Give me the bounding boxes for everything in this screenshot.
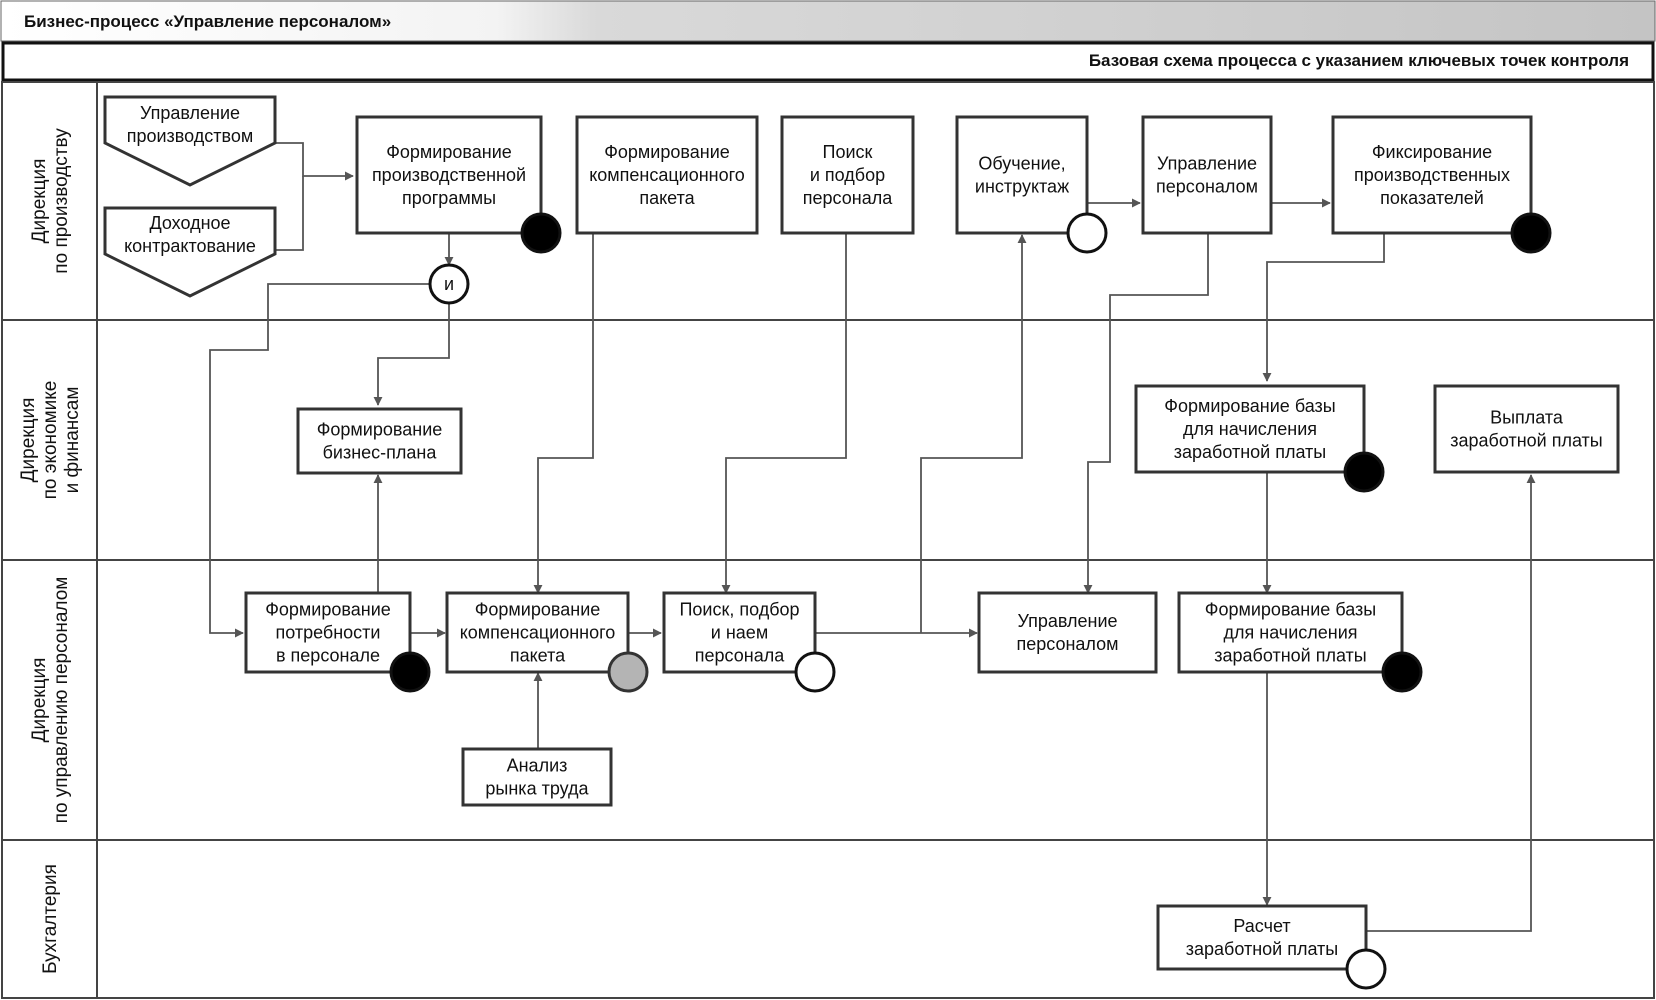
- connector: [1262, 234, 1385, 382]
- lane-label-production: Дирекцияпо производству: [29, 128, 72, 274]
- connector: [721, 234, 847, 594]
- lane-label-hr: Дирекцияпо управлению персоналом: [29, 577, 72, 824]
- process-label: Формирование: [265, 600, 391, 620]
- process-box-labor_market[interactable]: Анализ рынка труда: [461, 747, 613, 807]
- process-label: заработной платы: [1450, 431, 1603, 451]
- process-label: заработной платы: [1214, 646, 1367, 666]
- input-in_income_contract[interactable]: Доходное контрактование: [103, 206, 277, 298]
- process-label: компенсационного: [460, 623, 616, 643]
- process-label: Формирование: [317, 420, 443, 440]
- process-box-salary_payment[interactable]: Выплата заработной платы: [1433, 384, 1620, 474]
- process-label: Поиск, подбор: [679, 600, 799, 620]
- process-box-hr_mgmt_hr[interactable]: Управление персоналом: [977, 591, 1158, 674]
- process-label: компенсационного: [589, 165, 745, 185]
- process-label: персонала: [803, 188, 893, 208]
- diagram-subtitle: Базовая схема процесса с указанием ключе…: [1089, 51, 1629, 70]
- control-point-empty: [1066, 212, 1108, 254]
- process-box-prod_indicators[interactable]: Фиксирование производственных показателей: [1331, 115, 1552, 254]
- process-label: Формирование: [386, 142, 512, 162]
- input-label: производством: [127, 126, 254, 146]
- process-label: и подбор: [810, 165, 885, 185]
- control-point-empty: [794, 651, 836, 693]
- process-label: персонала: [695, 646, 785, 666]
- process-label: производственных: [1354, 165, 1510, 185]
- process-box-prod_program[interactable]: Формирование производственной программы: [355, 115, 562, 254]
- process-box-comp_package_hr[interactable]: Формирование компенсационного пакета: [445, 591, 649, 693]
- process-label: заработной платы: [1174, 442, 1327, 462]
- input-in_prod_mgmt[interactable]: Управление производством: [103, 95, 277, 187]
- process-label: для начисления: [1183, 419, 1317, 439]
- control-point-filled: [520, 212, 562, 254]
- control-point-gray: [607, 651, 649, 693]
- control-point-empty: [1345, 948, 1387, 990]
- connector: [533, 234, 594, 594]
- process-label: заработной платы: [1186, 939, 1339, 959]
- process-label: потребности: [276, 623, 381, 643]
- process-label: Управление: [1017, 611, 1117, 631]
- process-label: персоналом: [1156, 177, 1258, 197]
- gateway-label: и: [444, 274, 454, 294]
- connector: [920, 234, 1027, 633]
- process-label: пакета: [510, 646, 566, 666]
- process-label: пакета: [639, 188, 695, 208]
- process-box-search_hire[interactable]: Поиск, подбор и наем персонала: [662, 591, 836, 693]
- process-label: Анализ: [507, 756, 568, 776]
- process-label: Выплата: [1490, 408, 1564, 428]
- process-label: бизнес-плана: [323, 443, 438, 463]
- process-box-staff_needs[interactable]: Формирование потребности в персонале: [244, 591, 431, 693]
- process-label: производственной: [372, 165, 526, 185]
- process-label: для начисления: [1224, 623, 1358, 643]
- process-box-payroll_base_hr[interactable]: Формирование базы для начисления заработно…: [1177, 591, 1423, 693]
- input-label: контрактование: [124, 236, 256, 256]
- control-point-filled: [1343, 451, 1385, 493]
- connector: [209, 283, 431, 638]
- process-label: Формирование базы: [1205, 600, 1376, 620]
- header: Бизнес-процесс «Управление персоналом» Б…: [0, 0, 1656, 82]
- process-label: Формирование: [604, 142, 730, 162]
- process-label: Расчет: [1233, 916, 1290, 936]
- process-label: и наем: [711, 623, 768, 643]
- swimlane-grid: [1, 81, 1655, 999]
- connectors: [209, 142, 1536, 932]
- process-label: в персонале: [276, 646, 380, 666]
- control-point-filled: [1381, 651, 1423, 693]
- process-box-business_plan[interactable]: Формирование бизнес-плана: [296, 407, 463, 475]
- lane-label-accounting: Бухгалтерия: [40, 864, 61, 974]
- process-box-payroll_base_econ[interactable]: Формирование базы для начисления заработно…: [1134, 384, 1385, 493]
- process-nodes: ФормированиепроизводственнойпрограммыФор…: [244, 115, 1620, 990]
- connector: [273, 176, 304, 251]
- process-label: персоналом: [1016, 634, 1118, 654]
- process-box-hr_mgmt_top[interactable]: Управление персоналом: [1141, 115, 1273, 235]
- process-label: Обучение,: [978, 154, 1065, 174]
- diagram-title: Бизнес-процесс «Управление персоналом»: [24, 12, 391, 31]
- connector: [273, 142, 354, 181]
- process-box-training[interactable]: Обучение, инструктаж: [955, 115, 1108, 254]
- connector: [1083, 234, 1209, 594]
- input-label: Доходное: [149, 213, 230, 233]
- control-point-filled: [389, 651, 431, 693]
- process-box-comp_package_top[interactable]: Формирование компенсационного пакета: [575, 115, 759, 235]
- process-label: программы: [402, 188, 496, 208]
- lane-label-economics: Дирекцияпо экономикеи финансам: [18, 381, 83, 500]
- process-label: рынка труда: [485, 779, 589, 799]
- control-point-filled: [1510, 212, 1552, 254]
- process-label: показателей: [1380, 188, 1484, 208]
- process-label: Формирование: [475, 600, 601, 620]
- process-label: Формирование базы: [1164, 396, 1335, 416]
- process-box-payroll_calc[interactable]: Расчет заработной платы: [1156, 904, 1387, 990]
- process-box-search_top[interactable]: Поиск и подбор персонала: [780, 115, 915, 235]
- input-label: Управление: [140, 103, 240, 123]
- process-label: Фиксирование: [1372, 142, 1492, 162]
- process-label: Управление: [1157, 154, 1257, 174]
- and-gateway: и: [428, 263, 470, 305]
- process-label: инструктаж: [975, 177, 1069, 197]
- connector: [373, 303, 450, 406]
- connector: [1366, 474, 1536, 932]
- process-label: Поиск: [823, 142, 873, 162]
